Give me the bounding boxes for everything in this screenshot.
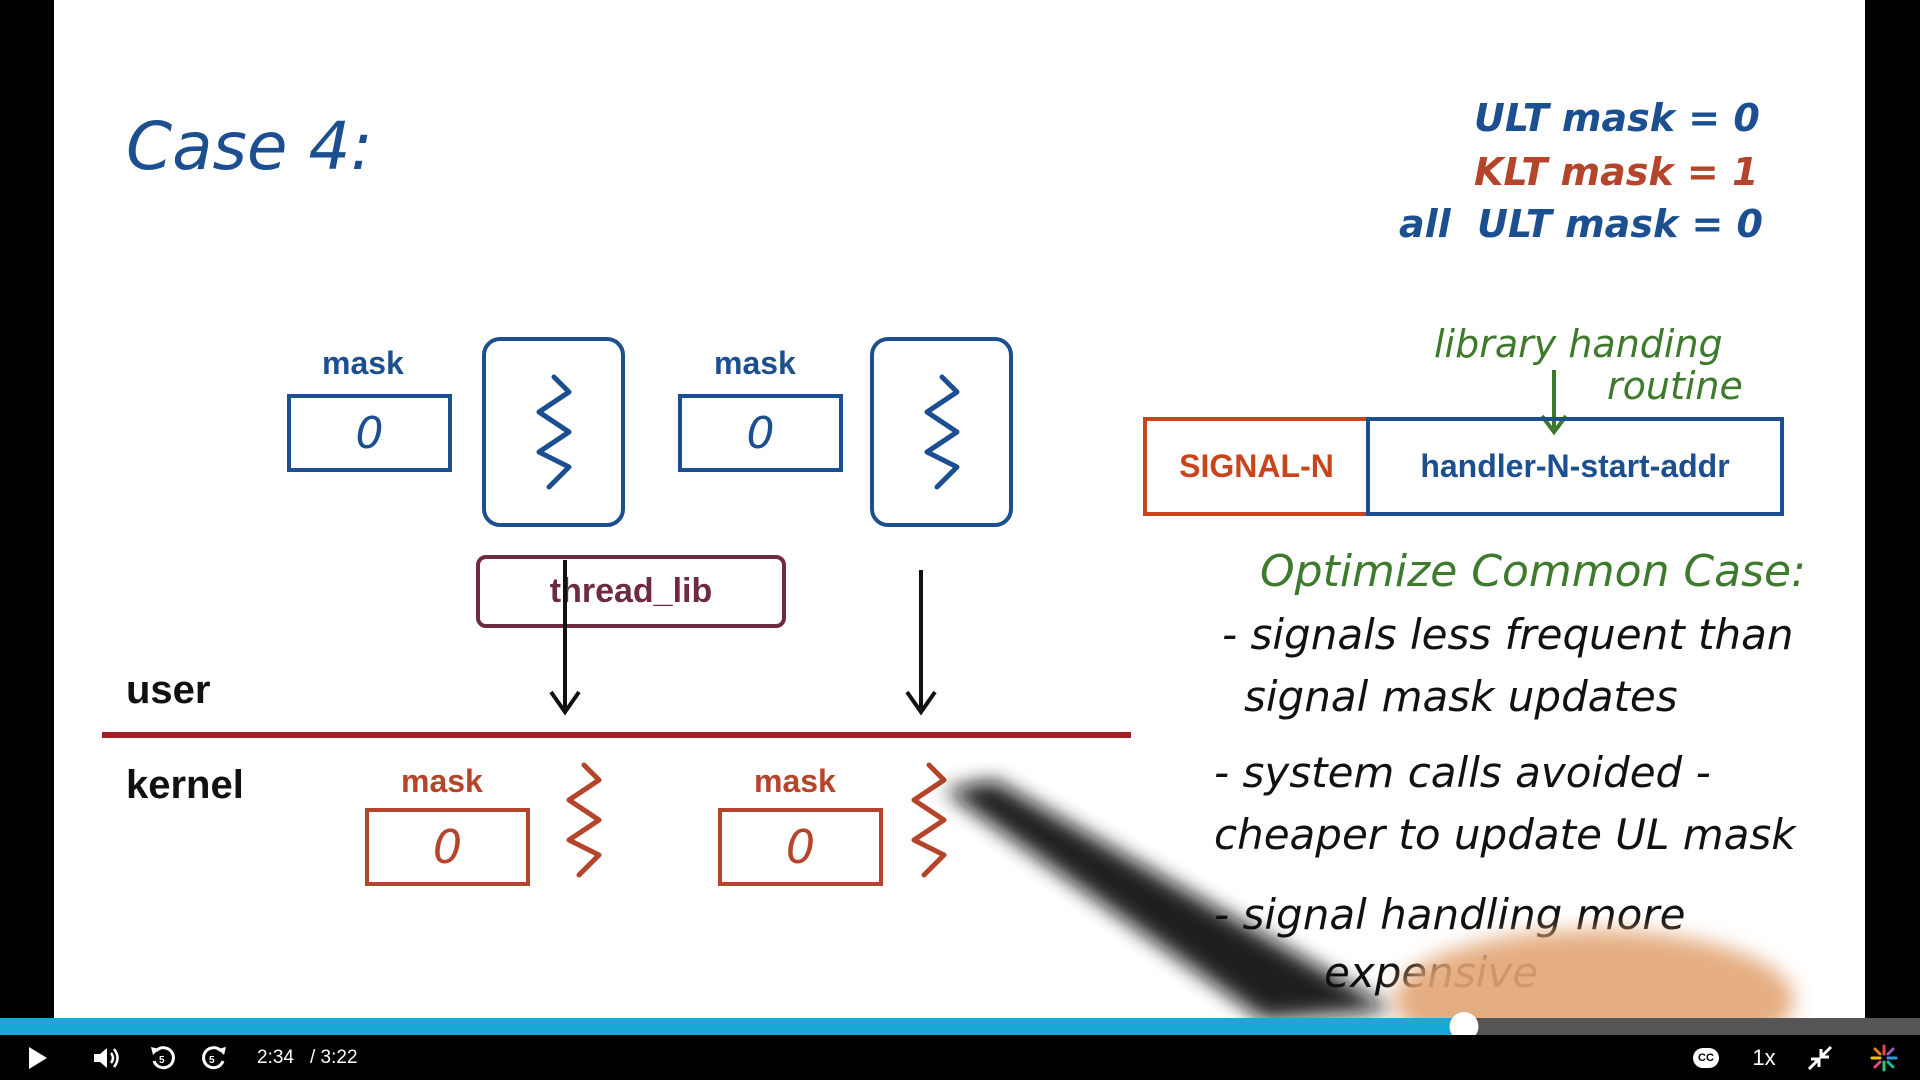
user-mask-value-2: 0	[746, 407, 775, 459]
kernel-mask-box-2: 0	[718, 808, 883, 886]
thread-lib-box: thread_lib	[476, 555, 786, 628]
user-mask-box-1: 0	[287, 394, 452, 472]
kernel-mask-value-2: 0	[785, 820, 816, 874]
user-mask-value-1: 0	[355, 407, 384, 459]
arrows-and-divider	[102, 560, 1131, 738]
forward-button[interactable]: 5	[194, 1035, 234, 1080]
volume-icon	[94, 1047, 119, 1068]
total-time: / 3:22	[310, 1046, 358, 1068]
note-ult-mask: ULT mask = 0	[1474, 96, 1760, 140]
captions-label: CC	[1698, 1051, 1714, 1064]
kernel-thread-squiggle-icon	[911, 762, 947, 878]
slide-title: Case 4:	[126, 108, 373, 185]
svg-text:5: 5	[209, 1055, 215, 1066]
note-all-ult-mask: all ULT mask = 0	[1399, 202, 1763, 246]
signal-label: SIGNAL-N	[1179, 448, 1334, 484]
presenter-marker	[944, 780, 1794, 1020]
optimize-line-4: cheaper to update UL mask	[1214, 810, 1796, 859]
user-thread-box-1	[482, 337, 625, 527]
optimize-heading: Optimize Common Case:	[1260, 546, 1806, 597]
play-icon	[29, 1046, 47, 1069]
thread-lib-label: thread_lib	[549, 572, 713, 610]
exit-fullscreen-icon	[1807, 1045, 1833, 1070]
optimize-line-1: - signals less frequent than	[1222, 610, 1794, 659]
playback-speed-button[interactable]: 1x	[1752, 1044, 1776, 1070]
kernel-label: kernel	[126, 763, 244, 807]
library-note-line1: library handing	[1434, 322, 1723, 366]
lecture-slide: Case 4: ULT mask = 0 KLT mask = 1 all UL…	[54, 0, 1865, 1020]
svg-text:5: 5	[159, 1055, 165, 1066]
note-klt-mask: KLT mask = 1	[1474, 150, 1759, 194]
forward-icon: 5	[202, 1045, 226, 1069]
thread-squiggle-icon	[536, 374, 571, 490]
thread-squiggle-icon	[924, 374, 959, 490]
brand-logo-icon	[1870, 1044, 1898, 1071]
video-progress-bar[interactable]	[0, 1012, 1920, 1041]
library-note-line2: routine	[1607, 364, 1743, 408]
kernel-mask-box-1: 0	[365, 808, 530, 886]
video-controls: 5 5 2:34 / 3:22 CC 1x	[0, 1035, 1920, 1080]
brand-logo[interactable]	[1864, 1035, 1904, 1080]
user-label: user	[126, 668, 211, 712]
kernel-mask-label-2: mask	[754, 763, 836, 799]
signal-cell: SIGNAL-N	[1143, 417, 1370, 516]
handler-label: handler-N-start-addr	[1420, 448, 1730, 484]
play-button[interactable]	[18, 1035, 58, 1080]
rewind-button[interactable]: 5	[143, 1035, 183, 1080]
arrowhead-1	[549, 690, 581, 716]
rewind-icon: 5	[151, 1045, 175, 1069]
user-mask-label-2: mask	[714, 345, 796, 381]
user-mask-box-2: 0	[678, 394, 843, 472]
kernel-mask-value-1: 0	[432, 820, 463, 874]
arrowhead-2	[905, 690, 937, 716]
optimize-line-2: signal mask updates	[1244, 672, 1678, 721]
kernel-thread-squiggle-icon	[566, 762, 602, 878]
handler-cell: handler-N-start-addr	[1366, 417, 1784, 516]
kernel-mask-label-1: mask	[401, 763, 483, 799]
user-mask-label-1: mask	[322, 345, 404, 381]
user-thread-box-2	[870, 337, 1013, 527]
optimize-line-3: - system calls avoided -	[1214, 748, 1711, 797]
volume-button[interactable]	[88, 1035, 128, 1080]
captions-button[interactable]: CC	[1686, 1035, 1726, 1080]
current-time: 2:34	[257, 1046, 294, 1068]
exit-fullscreen-button[interactable]	[1800, 1035, 1840, 1080]
captions-icon: CC	[1693, 1047, 1719, 1068]
progress-fill	[0, 1018, 1465, 1035]
